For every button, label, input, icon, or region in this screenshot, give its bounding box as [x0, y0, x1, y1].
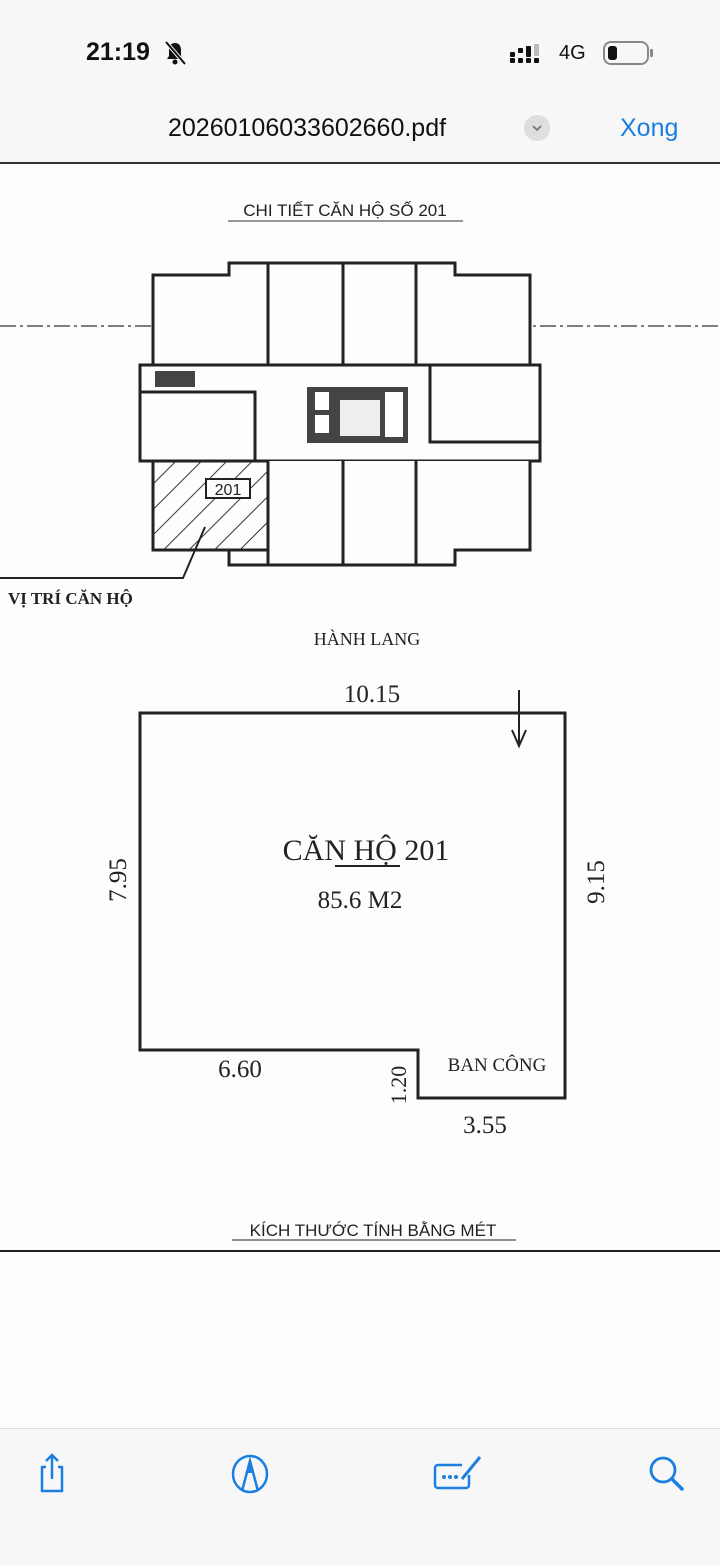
apartment-area: 85.6 M2: [318, 887, 403, 914]
form-fill-icon[interactable]: [432, 1451, 486, 1495]
status-bar: 21:19 4G: [0, 0, 720, 90]
dim-step: 1.20: [386, 1066, 411, 1105]
stair-core: [307, 387, 408, 443]
signal-icon: [510, 44, 539, 63]
dim-left: 7.95: [105, 858, 132, 902]
dim-balcony: 3.55: [463, 1112, 507, 1139]
floor-plan-document: CHI TIẾT CĂN HỘ SỐ 201 201 VỊ TRÍ CĂN HỘ…: [0, 200, 720, 1252]
nav-bar: 20260106033602660.pdf Xong: [0, 90, 720, 164]
entrance-arrow-icon: [511, 690, 527, 749]
unit-tag-box: [205, 478, 251, 499]
done-button[interactable]: Xong: [620, 114, 679, 142]
dim-top: 10.15: [344, 681, 400, 708]
title-menu-button[interactable]: [524, 115, 550, 141]
footer-note: KÍCH THƯỚC TÍNH BẰNG MÉT: [250, 1221, 497, 1240]
search-icon[interactable]: [644, 1451, 688, 1495]
balcony-label: BAN CÔNG: [448, 1054, 547, 1076]
pdf-page[interactable]: CHI TIẾT CĂN HỘ SỐ 201 201 VỊ TRÍ CĂN HỘ…: [0, 164, 720, 1428]
bell-slash-icon: [164, 40, 187, 66]
document-title[interactable]: 20260106033602660.pdf: [168, 114, 447, 142]
apartment-outline: [138, 711, 567, 1100]
apartment-name: CĂN HỘ 201: [283, 834, 450, 867]
dim-right: 9.15: [583, 860, 610, 904]
network-type: 4G: [559, 42, 586, 64]
location-label: VỊ TRÍ CĂN HỘ: [8, 589, 133, 608]
clock: 21:19: [86, 38, 150, 66]
leader-line: [0, 526, 206, 579]
plan-title: CHI TIẾT CĂN HỘ SỐ 201: [243, 200, 446, 220]
share-icon[interactable]: [30, 1451, 74, 1495]
battery-icon: [603, 41, 653, 65]
unit-201-hatch: [151, 459, 270, 552]
markup-icon[interactable]: [228, 1451, 272, 1495]
unit-tag: 201: [215, 482, 242, 499]
dim-bottom-left: 6.60: [218, 1056, 262, 1083]
bottom-toolbar: [0, 1428, 720, 1565]
chevron-down-icon: [532, 125, 542, 132]
lift-block: [155, 371, 195, 387]
corridor-label: HÀNH LANG: [314, 628, 421, 649]
